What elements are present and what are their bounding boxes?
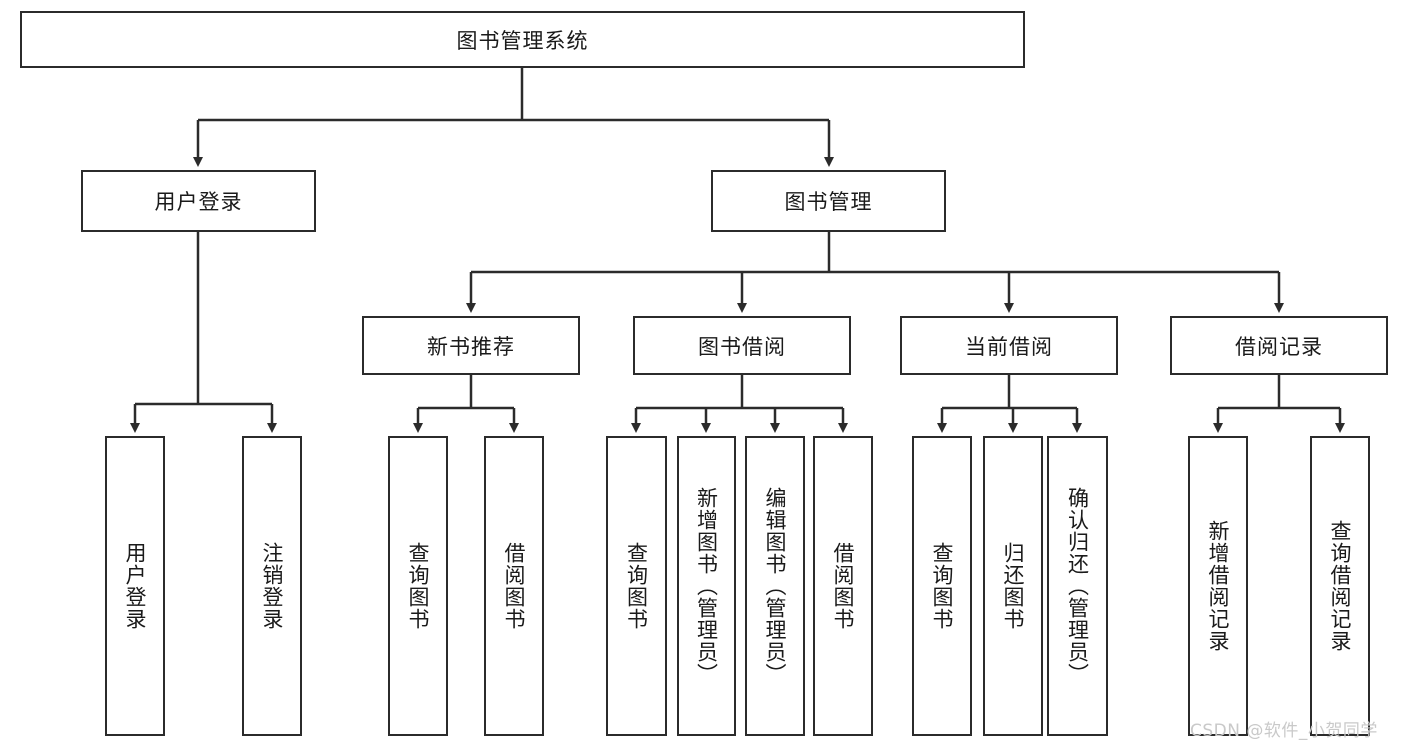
csdn-watermark: CSDN @软件_小贺同学 bbox=[1190, 721, 1378, 741]
leaf-label: 新增图书（管理员） bbox=[694, 487, 719, 685]
node-current-borrow[interactable]: 当前借阅 bbox=[900, 316, 1118, 375]
leaf-edit-book-admin[interactable]: 编辑图书（管理员） bbox=[745, 436, 805, 736]
node-root-title[interactable]: 图书管理系统 bbox=[20, 11, 1025, 68]
leaf-label: 查询借阅记录 bbox=[1328, 520, 1353, 652]
leaf-label: 查询图书 bbox=[930, 542, 955, 630]
leaf-query-borrow-record[interactable]: 查询借阅记录 bbox=[1310, 436, 1370, 736]
leaf-label: 新增借阅记录 bbox=[1206, 520, 1231, 652]
leaf-add-book-admin[interactable]: 新增图书（管理员） bbox=[677, 436, 736, 736]
leaf-query-book-2[interactable]: 查询图书 bbox=[606, 436, 667, 736]
leaf-label: 查询图书 bbox=[406, 542, 431, 630]
leaf-label: 查询图书 bbox=[624, 542, 649, 630]
leaf-add-borrow-record[interactable]: 新增借阅记录 bbox=[1188, 436, 1248, 736]
leaf-label: 用户登录 bbox=[123, 542, 148, 630]
node-borrow-record[interactable]: 借阅记录 bbox=[1170, 316, 1388, 375]
leaf-label: 借阅图书 bbox=[502, 542, 527, 630]
node-new-book-recommend[interactable]: 新书推荐 bbox=[362, 316, 580, 375]
leaf-query-book-3[interactable]: 查询图书 bbox=[912, 436, 972, 736]
leaf-borrow-book-1[interactable]: 借阅图书 bbox=[484, 436, 544, 736]
leaf-confirm-return-admin[interactable]: 确认归还（管理员） bbox=[1047, 436, 1108, 736]
node-book-borrow[interactable]: 图书借阅 bbox=[633, 316, 851, 375]
leaf-user-login[interactable]: 用户登录 bbox=[105, 436, 165, 736]
leaf-label: 编辑图书（管理员） bbox=[763, 487, 788, 685]
leaf-logout-login[interactable]: 注销登录 bbox=[242, 436, 302, 736]
leaf-return-book[interactable]: 归还图书 bbox=[983, 436, 1043, 736]
leaf-query-book-1[interactable]: 查询图书 bbox=[388, 436, 448, 736]
leaf-label: 借阅图书 bbox=[831, 542, 856, 630]
leaf-label: 注销登录 bbox=[260, 542, 285, 630]
leaf-label: 归还图书 bbox=[1001, 542, 1026, 630]
leaf-label: 确认归还（管理员） bbox=[1065, 487, 1090, 685]
node-user-login[interactable]: 用户登录 bbox=[81, 170, 316, 232]
node-book-management[interactable]: 图书管理 bbox=[711, 170, 946, 232]
leaf-borrow-book-2[interactable]: 借阅图书 bbox=[813, 436, 873, 736]
